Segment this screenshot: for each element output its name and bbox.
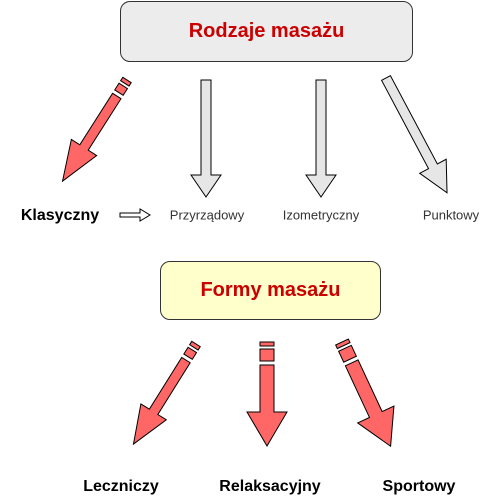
- type-label-przyrzadowy: Przyrządowy: [169, 207, 245, 223]
- mid-title: Formy masażu: [200, 279, 341, 301]
- arrow-to-punktowy: [380, 74, 448, 194]
- form-label-sportowy: Sportowy: [382, 478, 456, 495]
- arrow-to-leczniczy: [132, 340, 201, 446]
- form-label-leczniczy: Leczniczy: [83, 478, 159, 495]
- type-label-klasyczny: Klasyczny: [20, 207, 100, 224]
- arrow-to-sportowy: [334, 338, 395, 448]
- arrow-to-przyrzadowy: [190, 79, 222, 198]
- mid-title-box: Formy masażu: [160, 261, 381, 320]
- type-label-punktowy: Punktowy: [422, 207, 480, 223]
- top-title: Rodzaje masażu: [188, 20, 345, 42]
- form-label-relaksacyjny: Relaksacyjny: [219, 478, 321, 495]
- arrow-to-klasyczny: [61, 76, 132, 183]
- type-label-izometryczny: Izometryczny: [282, 207, 360, 223]
- arrow-to-izometryczny: [305, 79, 337, 198]
- top-title-box: Rodzaje masażu: [120, 1, 413, 62]
- arrow-klasyczny-to-przyrzadowy: [119, 208, 151, 222]
- arrow-to-relaksacyjny: [246, 341, 288, 447]
